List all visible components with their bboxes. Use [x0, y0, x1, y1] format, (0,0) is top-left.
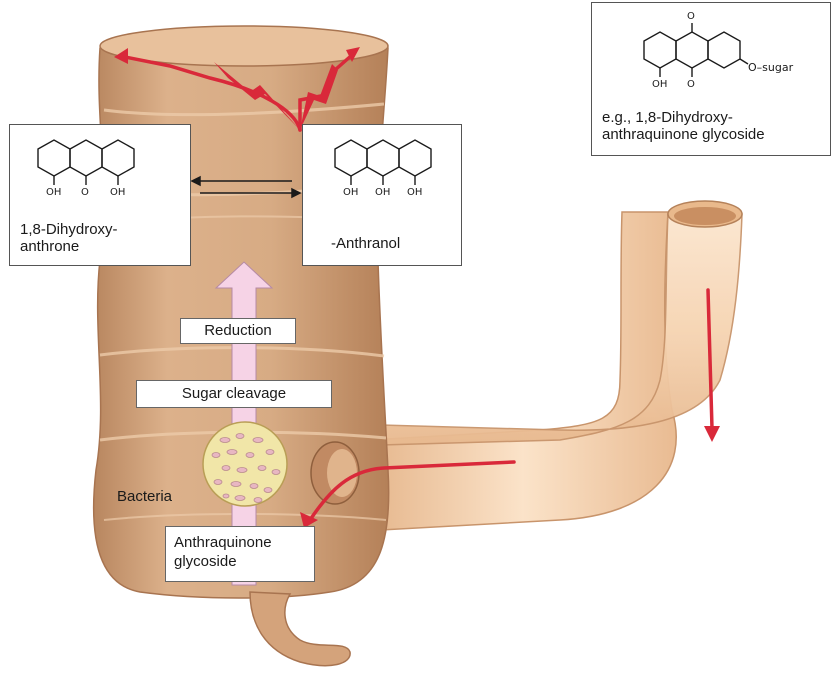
glycoside-caption-line1: e.g., 1,8-Dihydroxy-	[602, 109, 733, 126]
sugar-cleavage-label: Sugar cleavage	[136, 380, 332, 408]
reduction-label: Reduction	[180, 318, 296, 344]
anthranol-oh-1: OH	[343, 187, 358, 198]
opening-inner	[674, 207, 736, 225]
bacteria-label: Bacteria	[117, 488, 172, 505]
anthrone-box: OH O OH 1,8-Dihydroxy- anthrone	[9, 124, 191, 266]
glycoside-carbonyl-label: O	[687, 79, 695, 90]
carbonyl-top-label: O	[687, 11, 695, 22]
start-line1: Anthraquinone	[174, 533, 314, 552]
anthrone-structure	[10, 125, 192, 215]
anthrone-oh-right: OH	[110, 187, 125, 198]
glycoside-oh-label: OH	[652, 79, 667, 90]
glycoside-sugar-label: O–sugar	[748, 61, 793, 74]
ileocecal-inner	[327, 449, 357, 497]
anthrone-oh-left: OH	[46, 187, 61, 198]
appendix	[250, 592, 350, 666]
anthranol-caption: -Anthranol	[331, 235, 400, 252]
anthranol-oh-2: OH	[375, 187, 390, 198]
start-line2: glycoside	[174, 552, 314, 571]
anthranol-structure	[303, 125, 463, 215]
anthranol-box: OH OH OH -Anthranol	[302, 124, 462, 266]
anthranol-oh-3: OH	[407, 187, 422, 198]
anthraquinone-structure	[592, 3, 831, 113]
anthraquinone-glycoside-label: Anthraquinone glycoside	[165, 526, 315, 582]
anthrone-caption-line2: anthrone	[20, 238, 79, 255]
anthrone-caption-line1: 1,8-Dihydroxy-	[20, 221, 118, 238]
bacteria-cluster	[203, 422, 287, 506]
glycoside-box: O OH O O–sugar e.g., 1,8-Dihydroxy- anth…	[591, 2, 831, 156]
anthrone-carbonyl: O	[81, 187, 89, 198]
glycoside-caption-line2: anthraquinone glycoside	[602, 126, 765, 143]
